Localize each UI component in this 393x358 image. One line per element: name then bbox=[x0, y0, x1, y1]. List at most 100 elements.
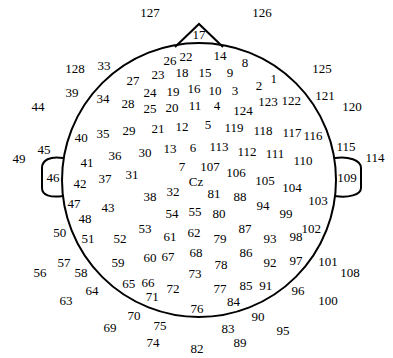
electrode-number: 21 bbox=[152, 122, 165, 135]
electrode-number: 80 bbox=[213, 207, 226, 220]
electrode-number: 49 bbox=[13, 152, 26, 165]
electrode-number: 82 bbox=[191, 342, 204, 355]
electrode-number: 60 bbox=[144, 251, 157, 264]
electrode-number: 94 bbox=[257, 199, 270, 212]
electrode-number: 41 bbox=[81, 156, 94, 169]
electrode-number: 6 bbox=[190, 141, 197, 154]
electrode-number: 85 bbox=[240, 279, 253, 292]
electrode-number: 40 bbox=[75, 131, 88, 144]
electrode-number: 67 bbox=[162, 250, 175, 263]
electrode-number: 97 bbox=[290, 254, 303, 267]
electrode-number: 77 bbox=[214, 282, 227, 295]
electrode-number: 10 bbox=[209, 84, 222, 97]
electrode-number: 79 bbox=[214, 232, 227, 245]
electrode-number: 27 bbox=[127, 74, 140, 87]
electrode-number: 47 bbox=[68, 197, 81, 210]
electrode-number: 89 bbox=[234, 336, 247, 349]
electrode-number: 68 bbox=[190, 246, 203, 259]
electrode-number: 48 bbox=[79, 212, 92, 225]
electrode-number: 54 bbox=[166, 207, 179, 220]
electrode-number: 50 bbox=[53, 225, 66, 238]
electrode-number: 99 bbox=[280, 207, 293, 220]
electrode-number: 8 bbox=[242, 56, 249, 69]
electrode-number: 124 bbox=[233, 104, 253, 117]
electrode-number: 45 bbox=[38, 143, 51, 156]
electrode-number: 51 bbox=[82, 232, 95, 245]
right-ear bbox=[335, 157, 361, 196]
electrode-number: 92 bbox=[264, 256, 277, 269]
electrode-number: 16 bbox=[188, 82, 201, 95]
electrode-number: 74 bbox=[147, 336, 160, 349]
electrode-number: 29 bbox=[123, 124, 136, 137]
electrode-number: 15 bbox=[199, 66, 212, 79]
electrode-number: 11 bbox=[189, 99, 202, 112]
electrode-number: 121 bbox=[315, 88, 335, 101]
electrode-number: 30 bbox=[139, 146, 152, 159]
electrode-number: 71 bbox=[146, 290, 159, 303]
electrode-number: 22 bbox=[180, 50, 193, 63]
electrode-number: 100 bbox=[318, 294, 338, 307]
electrode-number: 62 bbox=[188, 226, 201, 239]
electrode-number: 110 bbox=[293, 154, 312, 167]
electrode-number: 37 bbox=[99, 172, 112, 185]
left-ear bbox=[42, 157, 63, 196]
electrode-number: 9 bbox=[227, 66, 234, 79]
electrode-number: 52 bbox=[114, 232, 127, 245]
electrode-number: 113 bbox=[209, 140, 228, 153]
electrode-number: 57 bbox=[58, 256, 71, 269]
electrode-number: 64 bbox=[86, 284, 99, 297]
electrode-number: 42 bbox=[74, 177, 87, 190]
electrode-number: 73 bbox=[189, 267, 202, 280]
electrode-number: 25 bbox=[144, 102, 157, 115]
electrode-number: 116 bbox=[304, 129, 323, 142]
electrode-number: 114 bbox=[365, 151, 384, 164]
electrode-number: 31 bbox=[126, 168, 139, 181]
electrode-number: 112 bbox=[237, 145, 256, 158]
electrode-number: 106 bbox=[226, 166, 246, 179]
electrode-number: 44 bbox=[32, 100, 45, 113]
electrode-number: 102 bbox=[302, 222, 322, 235]
electrode-number: 66 bbox=[142, 276, 155, 289]
electrode-number: 39 bbox=[66, 86, 79, 99]
electrode-number: 108 bbox=[340, 266, 360, 279]
electrode-number: 111 bbox=[266, 147, 285, 160]
electrode-number: 83 bbox=[222, 322, 235, 335]
electrode-number: 7 bbox=[179, 160, 186, 173]
electrode-number: 107 bbox=[200, 160, 220, 173]
electrode-number: 55 bbox=[189, 205, 202, 218]
electrode-number: 95 bbox=[277, 324, 290, 337]
electrode-number: 53 bbox=[139, 222, 152, 235]
electrode-number: 119 bbox=[224, 121, 243, 134]
electrode-number: 24 bbox=[144, 86, 157, 99]
electrode-number: 98 bbox=[290, 230, 303, 243]
electrode-number: 117 bbox=[282, 126, 301, 139]
electrode-number: 56 bbox=[34, 266, 47, 279]
electrode-number: 13 bbox=[164, 142, 177, 155]
electrode-number: 69 bbox=[104, 321, 117, 334]
electrode-number: 4 bbox=[214, 99, 221, 112]
electrode-number: 26 bbox=[164, 54, 177, 67]
electrode-number: 2 bbox=[256, 79, 263, 92]
electrode-number: 20 bbox=[166, 101, 179, 114]
electrode-number: 87 bbox=[239, 222, 252, 235]
electrode-number: 88 bbox=[234, 190, 247, 203]
electrode-number: 115 bbox=[336, 140, 355, 153]
electrode-number: 43 bbox=[102, 201, 115, 214]
electrode-number: 61 bbox=[164, 230, 177, 243]
electrode-number: 32 bbox=[167, 185, 180, 198]
nose bbox=[175, 24, 223, 47]
electrode-number: 23 bbox=[152, 68, 165, 81]
electrode-number: 75 bbox=[154, 319, 167, 332]
electrode-number: 125 bbox=[312, 62, 332, 75]
electrode-number: 59 bbox=[112, 256, 125, 269]
electrode-number: 128 bbox=[65, 62, 85, 75]
electrode-number: 63 bbox=[60, 294, 73, 307]
electrode-number: 18 bbox=[176, 66, 189, 79]
electrode-number: 81 bbox=[208, 187, 221, 200]
electrode-number: 122 bbox=[281, 94, 301, 107]
electrode-number: 86 bbox=[240, 246, 253, 259]
electrode-number: 58 bbox=[75, 265, 88, 278]
head-circle bbox=[62, 43, 336, 317]
electrode-number: 126 bbox=[252, 6, 272, 19]
